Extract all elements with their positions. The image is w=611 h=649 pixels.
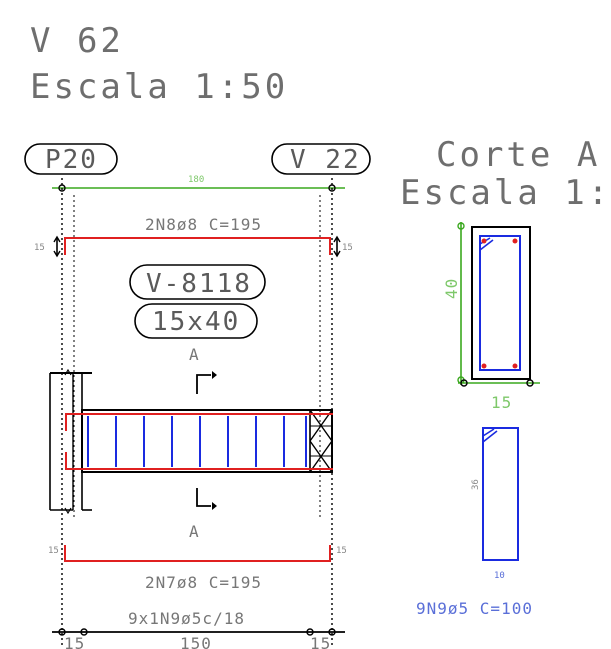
section-height-label: 40 bbox=[442, 278, 461, 299]
support-tag-left bbox=[24, 143, 118, 175]
stirrup-count-label: 9x1N9ø5c/18 bbox=[128, 609, 245, 628]
bottom-dim-left: 15 bbox=[64, 634, 85, 649]
section-arrow-top bbox=[196, 374, 211, 394]
top-span-label: 180 bbox=[188, 175, 204, 185]
bottom-node-2 bbox=[80, 628, 88, 636]
beam-title: V 62 bbox=[30, 21, 124, 61]
top-bar-arrow-right bbox=[333, 235, 341, 258]
section-arrow-bottom-head bbox=[212, 502, 217, 510]
stirrup-width-label: 10 bbox=[494, 571, 505, 581]
section-title: Corte A bbox=[436, 135, 600, 175]
bottom-node-1 bbox=[58, 628, 66, 636]
bottom-node-4 bbox=[328, 628, 336, 636]
section-arrow-bottom bbox=[196, 488, 211, 507]
beam-scale: Escala 1:50 bbox=[30, 67, 288, 107]
bottom-dim-center: 150 bbox=[180, 634, 212, 649]
section-width-label: 15 bbox=[491, 393, 512, 412]
bottom-hook-right-label: 15 bbox=[336, 546, 347, 556]
top-main-bar bbox=[64, 237, 331, 255]
top-hook-right-label: 15 bbox=[342, 243, 353, 253]
bottom-node-3 bbox=[306, 628, 314, 636]
section-mark-top: A bbox=[189, 345, 200, 364]
cross-section-a bbox=[457, 222, 540, 387]
bottom-main-bar bbox=[64, 545, 331, 562]
stirrup-height-label: 36 bbox=[471, 479, 481, 490]
section-arrow-top-head bbox=[212, 371, 217, 379]
top-bar-arrow-left bbox=[53, 235, 61, 258]
support-label-right: V 22 bbox=[290, 145, 361, 175]
beam-tag-size-box bbox=[134, 303, 258, 339]
beam-tag-size: 15x40 bbox=[152, 307, 240, 337]
top-hook-left-label: 15 bbox=[34, 243, 45, 253]
section-mark-bottom: A bbox=[189, 522, 200, 541]
bottom-bar-label: 2N7ø8 C=195 bbox=[145, 573, 262, 592]
bottom-dim-right: 15 bbox=[310, 634, 331, 649]
beam-tag-name: V-8118 bbox=[146, 269, 252, 299]
bottom-hook-left-label: 15 bbox=[48, 546, 59, 556]
section-scale: Escala 1:20 bbox=[400, 173, 611, 213]
beam-elevation bbox=[49, 368, 333, 515]
support-label-left: P20 bbox=[45, 145, 98, 175]
support-tag-right bbox=[271, 143, 371, 175]
top-bar-label: 2N8ø8 C=195 bbox=[145, 215, 262, 234]
beam-tag-name-box bbox=[129, 264, 266, 300]
stirrup-detail-label: 9N9ø5 C=100 bbox=[416, 599, 533, 618]
stirrup-detail bbox=[482, 427, 519, 561]
